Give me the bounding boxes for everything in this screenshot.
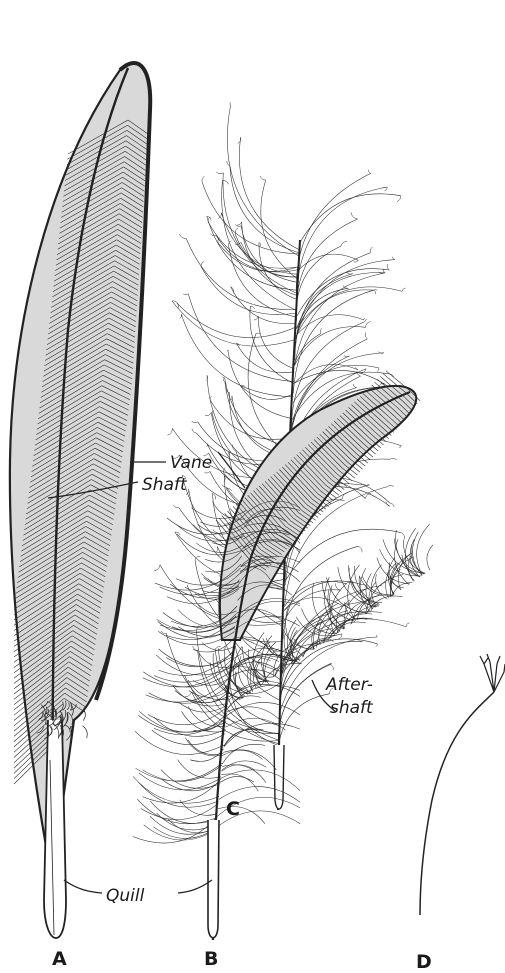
label-vane: Vane [170, 453, 212, 473]
feather-d [420, 654, 505, 915]
quill-a-leader-line [64, 880, 102, 893]
label-aftershaft-line1: After- [325, 675, 373, 695]
feather-a [10, 63, 150, 938]
figure-letter-d: D [416, 951, 432, 973]
label-quill: Quill [106, 886, 145, 906]
feather-d-tuft [480, 654, 505, 692]
feather-a-quill [44, 720, 66, 938]
quill-b-leader-line [178, 880, 212, 893]
feather-b-quill [208, 820, 219, 938]
label-shaft: Shaft [142, 475, 188, 495]
figure-letter-a: A [52, 948, 67, 970]
figure-letter-c: C [226, 798, 240, 820]
figure-letter-b: B [204, 948, 218, 970]
label-aftershaft-line2: shaft [330, 698, 374, 718]
feather-d-shaft [420, 692, 494, 915]
